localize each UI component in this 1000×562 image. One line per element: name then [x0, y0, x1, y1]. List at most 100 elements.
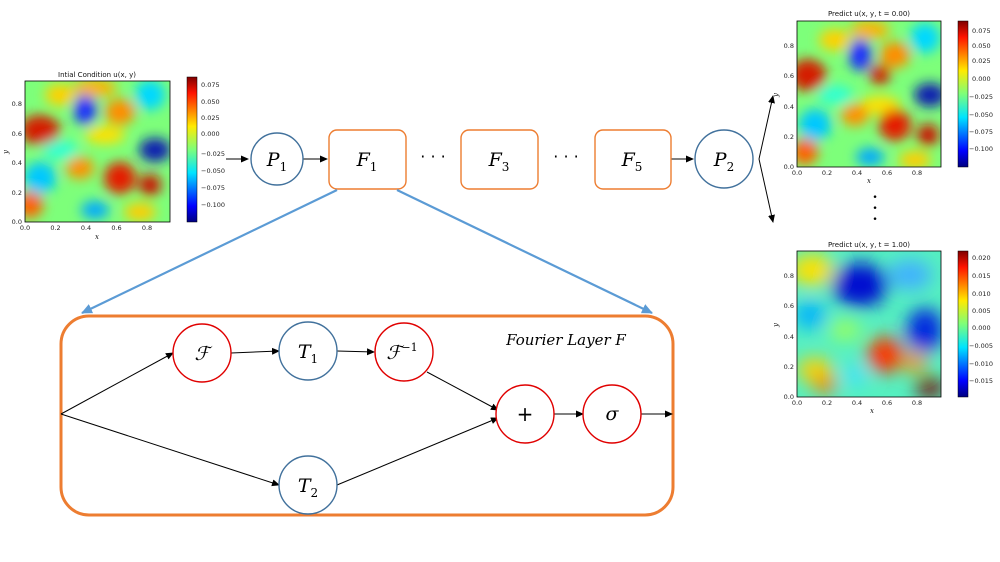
- t1-label: T1: [298, 341, 318, 366]
- predict-t0-colorbar-ticks: 0.075 0.050 0.025 0.000 −0.025 −0.050 −0…: [969, 27, 993, 153]
- x-tick: 0.2: [822, 169, 832, 177]
- f3-label: F3: [488, 149, 510, 174]
- colorbar-tick: 0.075: [972, 27, 991, 35]
- colorbar-tick: −0.075: [969, 128, 993, 136]
- colorbar-tick: 0.025: [972, 57, 991, 65]
- f5-label: F5: [621, 149, 643, 174]
- f5-subscript: 5: [635, 160, 643, 174]
- colorbar-tick: 0.005: [972, 307, 991, 315]
- predict-t1-ylabel: y: [772, 322, 780, 328]
- t2-symbol: T: [298, 475, 312, 497]
- fft-label: ℱ: [195, 343, 213, 365]
- y-tick: 0.6: [12, 130, 22, 138]
- x-tick: 0.2: [50, 224, 60, 232]
- initial-xlabel: x: [95, 233, 99, 241]
- initial-colorbar: [186, 76, 198, 223]
- x-tick: 0.4: [852, 169, 862, 177]
- sigma-node: [582, 384, 642, 444]
- initial-heatmap: [25, 81, 170, 222]
- ellipsis-1: · · ·: [420, 147, 445, 166]
- pipeline: P1 F1 · · · F3 · · · F5 P2: [81, 95, 775, 314]
- x-tick: 0.0: [792, 399, 802, 407]
- colorbar-tick: 0.020: [972, 254, 991, 262]
- x-tick: 0.0: [792, 169, 802, 177]
- p1-symbol: P: [266, 149, 281, 171]
- colorbar-tick: −0.075: [201, 184, 225, 192]
- predict-t0-xlabel: x: [867, 177, 871, 185]
- colorbar-tick: 0.050: [201, 98, 220, 106]
- zoom-line-left: [81, 189, 338, 314]
- arrow-p2-to-t0: [758, 95, 775, 160]
- x-tick: 0.8: [912, 399, 922, 407]
- f3-node: [460, 129, 539, 190]
- colorbar-tick: 0.000: [972, 324, 991, 332]
- ellipsis-2: · · ·: [553, 147, 578, 166]
- colorbar-tick: −0.005: [969, 342, 993, 350]
- predict-t0-title: Predict u(x, y, t = 0.00): [828, 10, 910, 18]
- initial-condition-plot: Intial Condition u(x, y): [2, 71, 225, 241]
- x-tick: 0.6: [882, 169, 892, 177]
- colorbar-tick: −0.010: [969, 360, 993, 368]
- colorbar-tick: −0.025: [201, 150, 225, 158]
- zoom-line-right: [396, 189, 653, 314]
- p2-subscript: 2: [727, 160, 735, 174]
- colorbar-tick: 0.000: [201, 130, 220, 138]
- x-tick: 0.8: [142, 224, 152, 232]
- colorbar-tick: 0.015: [972, 272, 991, 280]
- x-tick: 0.8: [912, 169, 922, 177]
- y-tick: 0.2: [12, 189, 22, 197]
- x-tick: 0.0: [20, 224, 30, 232]
- initial-x-ticks: 0.0 0.2 0.4 0.6 0.8: [20, 224, 152, 232]
- arrow-ifft-to-plus: [426, 371, 499, 411]
- arrow-p2-to-t1: [758, 158, 775, 223]
- arrow-t1-to-ifft: [336, 348, 375, 356]
- ifft-node: [374, 322, 434, 382]
- t1-symbol: T: [298, 341, 312, 363]
- t1-node: [278, 321, 338, 381]
- y-tick: 0.2: [784, 363, 794, 371]
- p1-label: P1: [266, 149, 287, 174]
- y-tick: 0.0: [784, 163, 794, 171]
- plus-label: +: [517, 402, 534, 426]
- predict-t1-y-ticks: 0.0 0.2 0.4 0.6 0.8: [784, 272, 794, 401]
- y-tick: 0.0: [12, 218, 22, 226]
- initial-y-ticks: 0.0 0.2 0.4 0.6 0.8: [12, 100, 22, 226]
- f3-symbol: F: [488, 149, 503, 171]
- x-tick: 0.4: [852, 399, 862, 407]
- predict-t1-xlabel: x: [870, 407, 874, 415]
- y-tick: 0.6: [784, 72, 794, 80]
- predict-t1-x-ticks: 0.0 0.2 0.4 0.6 0.8: [792, 399, 922, 407]
- t2-label: T2: [298, 475, 318, 500]
- colorbar-tick: 0.010: [972, 290, 991, 298]
- colorbar-tick: −0.100: [201, 201, 225, 209]
- dot: •: [872, 193, 877, 203]
- colorbar-tick: −0.100: [969, 145, 993, 153]
- p1-node: [250, 132, 304, 186]
- f5-node: [594, 129, 672, 190]
- predict-t0-heatmap: [797, 21, 941, 167]
- y-tick: 0.8: [784, 272, 794, 280]
- t1-subscript: 1: [311, 352, 319, 366]
- p1-subscript: 1: [280, 160, 288, 174]
- predict-t1-heatmap: [797, 251, 941, 397]
- y-tick: 0.0: [784, 393, 794, 401]
- t2-node: [278, 455, 338, 515]
- f1-subscript: 1: [370, 160, 378, 174]
- ifft-symbol: ℱ: [386, 342, 404, 364]
- fft-node: [172, 323, 232, 383]
- f1-symbol: F: [356, 149, 371, 171]
- y-tick: 0.4: [784, 103, 794, 111]
- colorbar-tick: 0.000: [972, 75, 991, 83]
- p2-symbol: P: [713, 149, 728, 171]
- arrow-fft-to-t1: [230, 347, 280, 355]
- x-tick: 0.2: [822, 399, 832, 407]
- colorbar-tick: 0.050: [972, 42, 991, 50]
- colorbar-tick: 0.075: [201, 81, 220, 89]
- f3-subscript: 3: [502, 160, 510, 174]
- p2-label: P2: [713, 149, 734, 174]
- predict-t1-title: Predict u(x, y, t = 1.00): [828, 241, 910, 249]
- initial-ylabel: y: [2, 149, 10, 155]
- ifft-superscript: −1: [401, 341, 417, 354]
- plus-node: [495, 384, 555, 444]
- colorbar-tick: −0.050: [201, 167, 225, 175]
